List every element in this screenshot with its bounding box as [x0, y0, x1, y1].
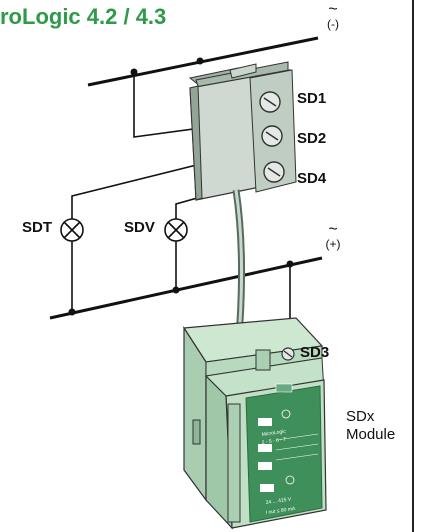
terminal-label-sd4: SD4 — [297, 170, 327, 187]
lamp-sdt — [60, 218, 84, 242]
lamp-label-sdt: SDT — [22, 219, 52, 236]
terminal-block — [188, 61, 297, 201]
sdx-module: MicroLogic 2 - 5 - 6 - 7 24 ... 415 V I … — [182, 317, 327, 530]
terminal-label-sd3: SD3 — [300, 344, 330, 361]
face-voltage: 24 ... 415 V — [265, 496, 292, 506]
lamp-sdv — [164, 218, 188, 242]
polarity-negative: (-) — [327, 17, 339, 31]
module-name: SDx — [346, 408, 375, 425]
module-type: Module — [346, 426, 396, 443]
lamp-label-sdv: SDV — [124, 219, 155, 236]
face-models: 2 - 5 - 6 - 7 — [261, 437, 286, 446]
frame-border — [412, 0, 414, 532]
face-current: I out ≤ 80 mA — [265, 506, 296, 516]
page-title: roLogic 4.2 / 4.3 — [0, 4, 167, 29]
terminal-label-sd2: SD2 — [297, 130, 327, 147]
face-part: SDx — [275, 519, 286, 526]
ac-symbol: ~ — [328, 1, 338, 18]
terminal-label-sd1: SD1 — [297, 90, 327, 107]
junction-dot — [196, 57, 204, 65]
face-brand: MicroLogic — [261, 429, 286, 438]
supply-bus-positive — [49, 256, 323, 320]
supply-positive-label: ~ (+) — [322, 221, 344, 251]
polarity-positive: (+) — [325, 237, 341, 251]
ac-symbol: ~ — [328, 221, 338, 238]
module-label: SDx Module — [346, 408, 395, 444]
supply-negative-label: ~ (-) — [322, 1, 344, 31]
